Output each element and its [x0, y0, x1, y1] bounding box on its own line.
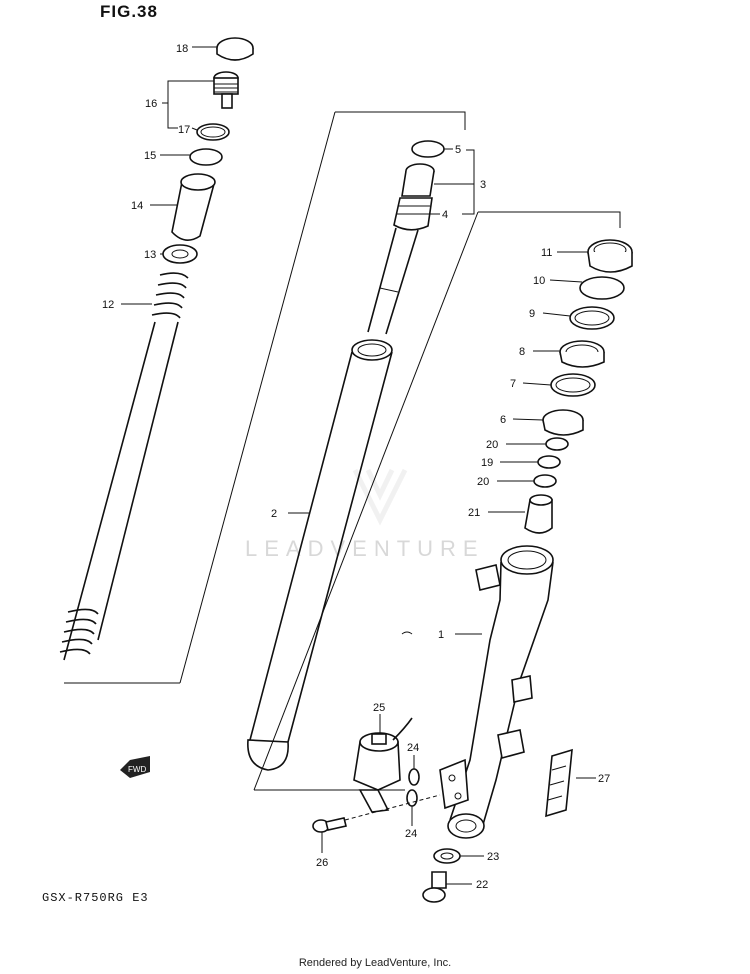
part-1-outer-tube: [439, 545, 554, 839]
part-18-cap: [216, 37, 254, 61]
callout-23: 23: [487, 851, 499, 863]
part-8-oil-seal: [559, 340, 605, 368]
part-10-circlip: [579, 276, 625, 300]
part-15-washer: [189, 148, 223, 166]
footer-credit: Rendered by LeadVenture, Inc.: [298, 957, 452, 969]
part-22-bolt: [422, 871, 447, 903]
part-7-washer: [550, 373, 596, 397]
part-2-fork-tube: [247, 339, 393, 771]
callout-12: 12: [102, 299, 114, 311]
part-13-washer: [162, 244, 198, 264]
callout-10: 10: [533, 275, 545, 287]
inner-piston-rod: [367, 227, 419, 335]
part-6-bushing: [542, 409, 584, 436]
figure-title: FIG.38: [100, 2, 158, 21]
small-bracket-mark: [401, 631, 413, 635]
part-12-spring: [59, 272, 189, 661]
callout-9: 9: [529, 308, 535, 320]
part-27-decal: [545, 748, 573, 818]
callout-11: 11: [541, 247, 552, 259]
part-9-washer: [569, 306, 615, 330]
part-20-washer-a: [545, 437, 569, 451]
part-25-sensor: [353, 717, 413, 813]
callout-labels: 18 16 17 15 14 13 12 5 3 4 11 10 9 8 7 6…: [102, 43, 610, 891]
callout-5: 5: [455, 144, 461, 156]
callout-20b: 20: [477, 476, 489, 488]
callout-2: 2: [271, 508, 277, 520]
part-23-washer: [433, 848, 461, 864]
callout-18: 18: [176, 43, 188, 55]
callout-22: 22: [476, 879, 488, 891]
callout-27: 27: [598, 773, 610, 785]
callout-1: 1: [438, 629, 444, 641]
callout-13: 13: [144, 249, 156, 261]
right-assembly-frame: [253, 211, 621, 791]
part-3-bushing: [401, 163, 435, 197]
part-24-washer-a: [408, 768, 420, 786]
callout-17: 17: [178, 124, 190, 136]
part-5-ring: [411, 140, 445, 158]
fwd-label: FWD: [128, 765, 146, 774]
callout-15: 15: [144, 150, 156, 162]
watermark: LEADVENTURE: [245, 536, 485, 561]
part-20-washer-b: [533, 474, 557, 488]
callout-21: 21: [468, 507, 480, 519]
callout-3: 3: [480, 179, 486, 191]
part-21-lock-piece: [524, 494, 553, 534]
part-16-valve: [213, 71, 239, 109]
callout-25: 25: [373, 702, 385, 714]
callout-8: 8: [519, 346, 525, 358]
callout-20a: 20: [486, 439, 498, 451]
callout-19: 19: [481, 457, 493, 469]
fwd-arrow-icon: FWD: [120, 756, 150, 778]
part-4-bushing: [393, 197, 433, 231]
callout-4: 4: [442, 209, 448, 221]
watermark-logo: [352, 468, 408, 526]
model-code: GSX-R750RG E3: [42, 891, 149, 905]
part-11-dust-seal: [587, 239, 633, 273]
leader-lines: [121, 46, 596, 885]
callout-26: 26: [316, 857, 328, 869]
callout-6: 6: [500, 414, 506, 426]
part-17-oring: [196, 123, 230, 141]
callout-7: 7: [510, 378, 516, 390]
left-assembly-frame: [64, 111, 466, 684]
part-26-bolt: [312, 817, 347, 833]
callout-14: 14: [131, 200, 143, 212]
part-14-spacer: [171, 173, 216, 241]
part-19-oring: [537, 455, 561, 469]
callout-24a: 24: [407, 742, 419, 754]
callout-16: 16: [145, 98, 157, 110]
callout-24b: 24: [405, 828, 417, 840]
